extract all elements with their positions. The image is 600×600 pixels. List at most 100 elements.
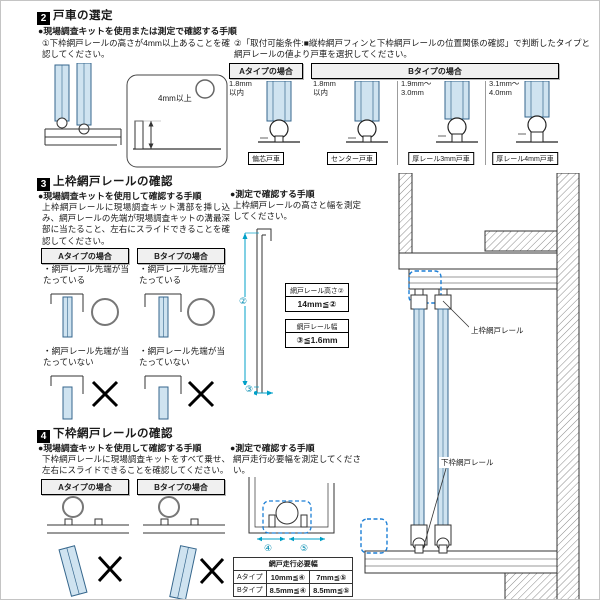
table-row-width5: 8.5mm≦⑤ xyxy=(309,583,354,597)
roller-drawing xyxy=(516,81,558,143)
roller-name-label: 厚レール3mm戸車 xyxy=(408,152,474,165)
roller-gap-dimension: 3.1mm〜 4.0mm xyxy=(489,79,520,98)
kit-gap-drawing xyxy=(144,375,215,420)
sill-section-drawing xyxy=(44,62,228,168)
lower-rail-callout xyxy=(360,518,388,554)
ok-circle-mark xyxy=(158,496,180,518)
window-vertical-section-drawing xyxy=(357,172,589,599)
lintel-hatch xyxy=(484,230,558,252)
dimension-4-mark: ④ xyxy=(263,543,274,553)
sill-kit-drawing xyxy=(47,496,129,597)
ok-circle-mark xyxy=(187,298,215,326)
section-3-kit-text: 上枠網戸レールに現場調査キット溝部を挿し込み、網戸レールの先端が現場調査キットの… xyxy=(42,202,230,246)
table-row-type: Aタイプ xyxy=(233,570,267,584)
section-4-number: 4 xyxy=(37,430,50,443)
section-3-kit-heading: ●現場調査キットを使用して確認する手順 xyxy=(38,191,202,201)
section-2-step-2: ②「取付可能条件:■縦枠網戸フィンと下枠網戸レールの位置関係の確認」で判断したタ… xyxy=(234,38,590,60)
section-2-number: 2 xyxy=(37,12,50,25)
kit-height-drawing xyxy=(242,228,273,396)
roller-detail xyxy=(275,501,299,525)
kit-slide-check-a-drawing xyxy=(43,495,133,599)
rail-tip-ok-text-a: ・網戸レール先端が当たっている xyxy=(43,264,129,286)
section-4-kit-text: 下枠網戸レールに現場調査キットをすべて乗せ、左右にスライドできることを確認してく… xyxy=(42,454,230,476)
section-2-kit-heading: ●現場調査キットを使用または測定で確認する手順 xyxy=(38,26,237,36)
kit-check-ok-b-drawing xyxy=(141,289,223,344)
roller-gap-dimension: 1.9mm〜 3.0mm xyxy=(401,79,432,98)
section-2-title: 戸車の選定 xyxy=(53,10,113,22)
section-3-measure-text: 上枠網戸レールの高さと幅を測定してください。 xyxy=(233,200,361,222)
section-2-step-1: ①下枠網戸レールの高さが4mm以上あることを確認してください。 xyxy=(42,38,231,60)
rail-tip-ng-text-b: ・網戸レール先端が当たっていない xyxy=(139,346,225,368)
table-row-type: Bタイプ xyxy=(233,583,267,597)
table-row-width4: 10mm≦④ xyxy=(265,570,311,584)
kit-check-ok-a-drawing xyxy=(45,289,127,344)
roller-option-thick-3mm: 1.9mm〜 3.0mm 厚レール3mm戸車 xyxy=(401,79,481,165)
section-4-kit-heading: ●現場調査キットを使用して確認する手順 xyxy=(38,443,202,453)
lower-rail-height-drawing xyxy=(43,62,231,176)
dimension-5-mark: ⑤ xyxy=(299,543,310,553)
type-a-header-s4: Aタイプの場合 xyxy=(41,479,129,495)
roller-name-label: 厚レール4mm戸車 xyxy=(492,152,558,165)
kit-check-ng-b-drawing xyxy=(141,371,223,426)
ok-circle-mark xyxy=(62,496,84,518)
upper-rail-label: 上枠網戸レール xyxy=(469,325,526,336)
section-3-measure-heading: ●測定で確認する手順 xyxy=(230,189,315,199)
lower-rail-label: 下枠網戸レール xyxy=(439,457,496,468)
rail-height-value: 14mm≦② xyxy=(297,298,337,309)
type-b-header-s2: Bタイプの場合 xyxy=(311,63,559,79)
ng-cross-mark xyxy=(97,555,123,583)
sill-kit-drawing xyxy=(143,496,225,599)
min-height-dimension: 4mm以上 xyxy=(157,93,193,104)
table-row: Aタイプ 10mm≦④ 7mm≦⑤ xyxy=(233,570,354,584)
roller-drawing xyxy=(436,81,478,143)
table-row: Bタイプ 8.5mm≦④ 8.5mm≦⑤ xyxy=(233,583,354,597)
rail-width-spec-box: 網戸レール幅 ③≦1.6mm xyxy=(285,319,349,348)
section-4-measure-text: 網戸走行必要幅を測定してください。 xyxy=(233,454,361,476)
type-b-header-s4: Bタイプの場合 xyxy=(137,479,225,495)
type-b-header-s3: Bタイプの場合 xyxy=(137,248,225,264)
upper-rail-leader xyxy=(442,300,472,330)
kit-check-ng-a-drawing xyxy=(45,371,127,426)
rail-width-label: 網戸レール幅 xyxy=(286,320,348,333)
wall-hatch-right xyxy=(556,172,580,599)
type-a-header-s3: Aタイプの場合 xyxy=(41,248,129,264)
type-a-header-s2: Aタイプの場合 xyxy=(229,63,303,79)
running-width-callout xyxy=(262,500,312,534)
roller-separator xyxy=(485,81,486,165)
roller-option-eccentric: 1.8mm 以内 偏芯戸車 xyxy=(229,79,303,165)
section-4-measure-heading: ●測定で確認する手順 xyxy=(230,443,315,453)
running-width-table: 網戸走行必要幅 Aタイプ 10mm≦④ 7mm≦⑤ Bタイプ 8.5mm≦④ 8… xyxy=(232,557,354,597)
section-3-number: 3 xyxy=(37,178,50,191)
sill-channel-drawing xyxy=(248,477,335,542)
table-row-width5: 7mm≦⑤ xyxy=(309,570,354,584)
running-width-drawing xyxy=(239,475,344,552)
section-4-title: 下枠網戸レールの確認 xyxy=(53,428,173,440)
roller-drawing xyxy=(258,81,300,143)
roller-gap-dimension: 1.8mm 以内 xyxy=(313,79,336,98)
roller-option-thick-4mm: 3.1mm〜 4.0mm 厚レール4mm戸車 xyxy=(489,79,561,165)
cross-section-drawing xyxy=(360,172,580,599)
roller-option-center: 1.8mm 以内 センター戸車 xyxy=(313,79,391,165)
survey-kit-tool-drawing xyxy=(235,225,290,402)
table-title: 網戸走行必要幅 xyxy=(232,557,354,571)
wall-hatch-top xyxy=(398,172,413,254)
rail-height-label: 網戸レール高さ② xyxy=(286,284,348,297)
roller-separator xyxy=(397,81,398,165)
kit-gap-drawing xyxy=(50,375,119,420)
rail-height-spec-box: 網戸レール高さ② 14mm≦② xyxy=(285,283,349,312)
rail-width-value: ③≦1.6mm xyxy=(296,334,338,345)
dimension-3-mark: ③ xyxy=(244,384,255,394)
roller-name-label: センター戸車 xyxy=(327,152,377,165)
table-row-width4: 8.5mm≦④ xyxy=(265,583,311,597)
kit-slide-check-b-drawing xyxy=(139,495,229,599)
kit-inserted-drawing xyxy=(144,293,215,338)
kit-inserted-drawing xyxy=(50,293,119,338)
rail-tip-ng-text-a: ・網戸レール先端が当たっていない xyxy=(43,346,129,368)
dimension-2-mark: ② xyxy=(238,296,249,306)
roller-drawing xyxy=(346,81,388,143)
roller-gap-dimension: 1.8mm 以内 xyxy=(229,79,252,98)
